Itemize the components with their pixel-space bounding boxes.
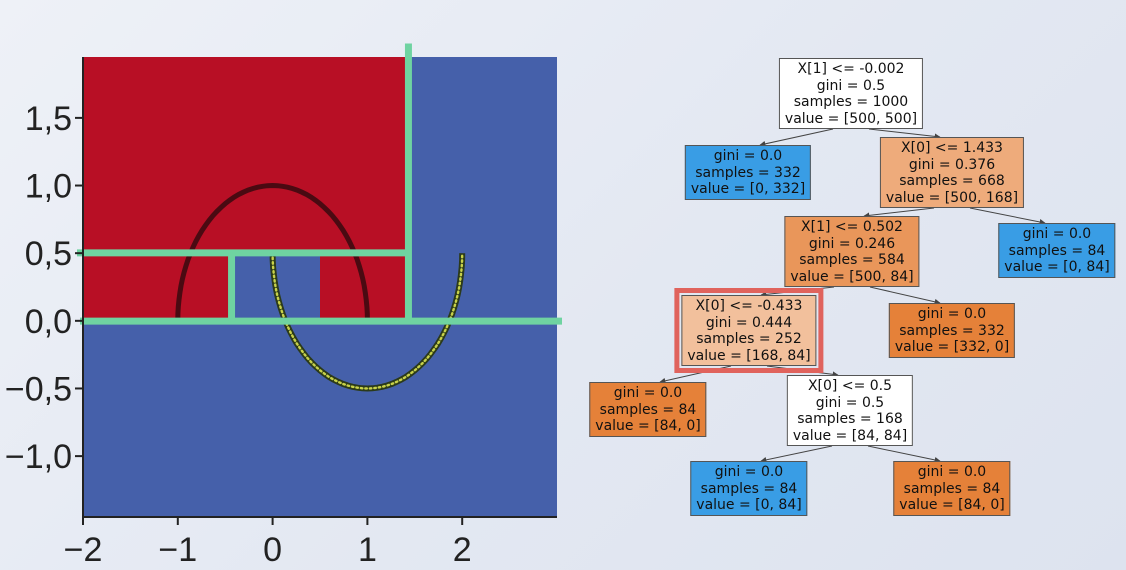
tree-node-line: samples = 584 [799,252,905,268]
tree-node-line: samples = 84 [903,480,1001,497]
tree-node-line: value = [84, 0] [899,497,1005,513]
tree-edge-n3-n6 [869,286,941,305]
y-tick-label-2: 0,5 [25,235,72,273]
tree-node-line: samples = 252 [696,331,802,347]
tree-node-line: gini = 0.376 [908,156,996,173]
tree-edge-n3-n5 [760,286,835,298]
tree-node-line: samples = 84 [599,401,697,418]
tree-node-line: X[0] <= 1.433 [901,140,1003,156]
tree-node-line: value = [0, 84] [1004,259,1110,275]
tree-node-line: gini = 0.444 [705,314,793,331]
tree-edge-n8-n9 [760,445,833,463]
plot-axes: −2 −1 0 1 2 1,5 1,0 0,5 0,0 −0,5 −1,0 [5,57,557,569]
tree-node-line: value = [84, 0] [595,418,701,434]
tree-node-line: gini = 0.0 [713,148,783,164]
y-tick-label-0: 1,5 [25,100,72,138]
tree-node-line: samples = 84 [700,480,798,497]
x-tick-label-2: 0 [263,531,282,569]
tree-node-line: gini = 0.0 [714,464,784,480]
tree-node-line: gini = 0.5 [816,77,886,94]
tree-edge-n2-n4 [969,207,1046,225]
region-blue-3 [408,57,557,322]
x-tick-label-4: 2 [453,531,472,569]
y-tick-label-5: −1,0 [5,438,72,476]
tree-node-line: value = [0, 332] [690,181,806,197]
tree-node-line: gini = 0.0 [613,385,683,401]
tree-node-line: X[0] <= 0.5 [807,378,893,394]
tree-edge-root-n1 [759,128,834,147]
tree-node-line: value = [332, 0] [894,339,1010,355]
tree-node-line: gini = 0.0 [1022,226,1092,242]
tree-node-line: X[1] <= -0.002 [797,61,905,77]
tree-node-line: X[1] <= 0.502 [801,219,903,235]
tree-node-line: gini = 0.5 [815,394,885,411]
tree-node-line: gini = 0.0 [917,464,987,480]
tree-node-line: samples = 168 [797,411,903,427]
x-tick-label-0: −2 [64,531,103,569]
y-tick-label-4: −0,5 [5,370,72,408]
tree-edge-n8-n10 [867,445,941,463]
x-tick-label-1: −1 [158,531,197,569]
split-lines [77,43,562,325]
tree-edge-root-n2 [868,128,941,140]
tree-node-line: value = [0, 84] [696,497,802,513]
tree-edge-n2-n3 [863,207,935,219]
y-tick-label-1: 1,0 [25,168,72,206]
tree-node-line: samples = 84 [1008,242,1106,259]
tree-node-line: value = [500, 500] [784,110,918,127]
tree-node-line: X[0] <= -0.433 [695,298,803,314]
tree-node-line: samples = 668 [899,173,1005,189]
x-tick-label-3: 1 [358,531,377,569]
tree-node-line: gini = 0.246 [808,235,896,252]
tree-node-line: value = [168, 84] [687,347,811,364]
tree-node-line: samples = 1000 [793,94,909,110]
tree-node-line: gini = 0.0 [917,306,987,322]
tree-edge-n5-n7 [659,365,732,384]
tree-node-line: value = [500, 84] [790,268,914,285]
tree-node-line: samples = 332 [899,322,1005,339]
tree-edge-n5-n8 [766,365,839,378]
tree-node-line: value = [84, 84] [792,427,908,444]
tree-node-line: value = [500, 168] [885,189,1019,206]
y-tick-label-3: 0,0 [25,303,72,341]
tree-node-line: samples = 332 [695,164,801,181]
